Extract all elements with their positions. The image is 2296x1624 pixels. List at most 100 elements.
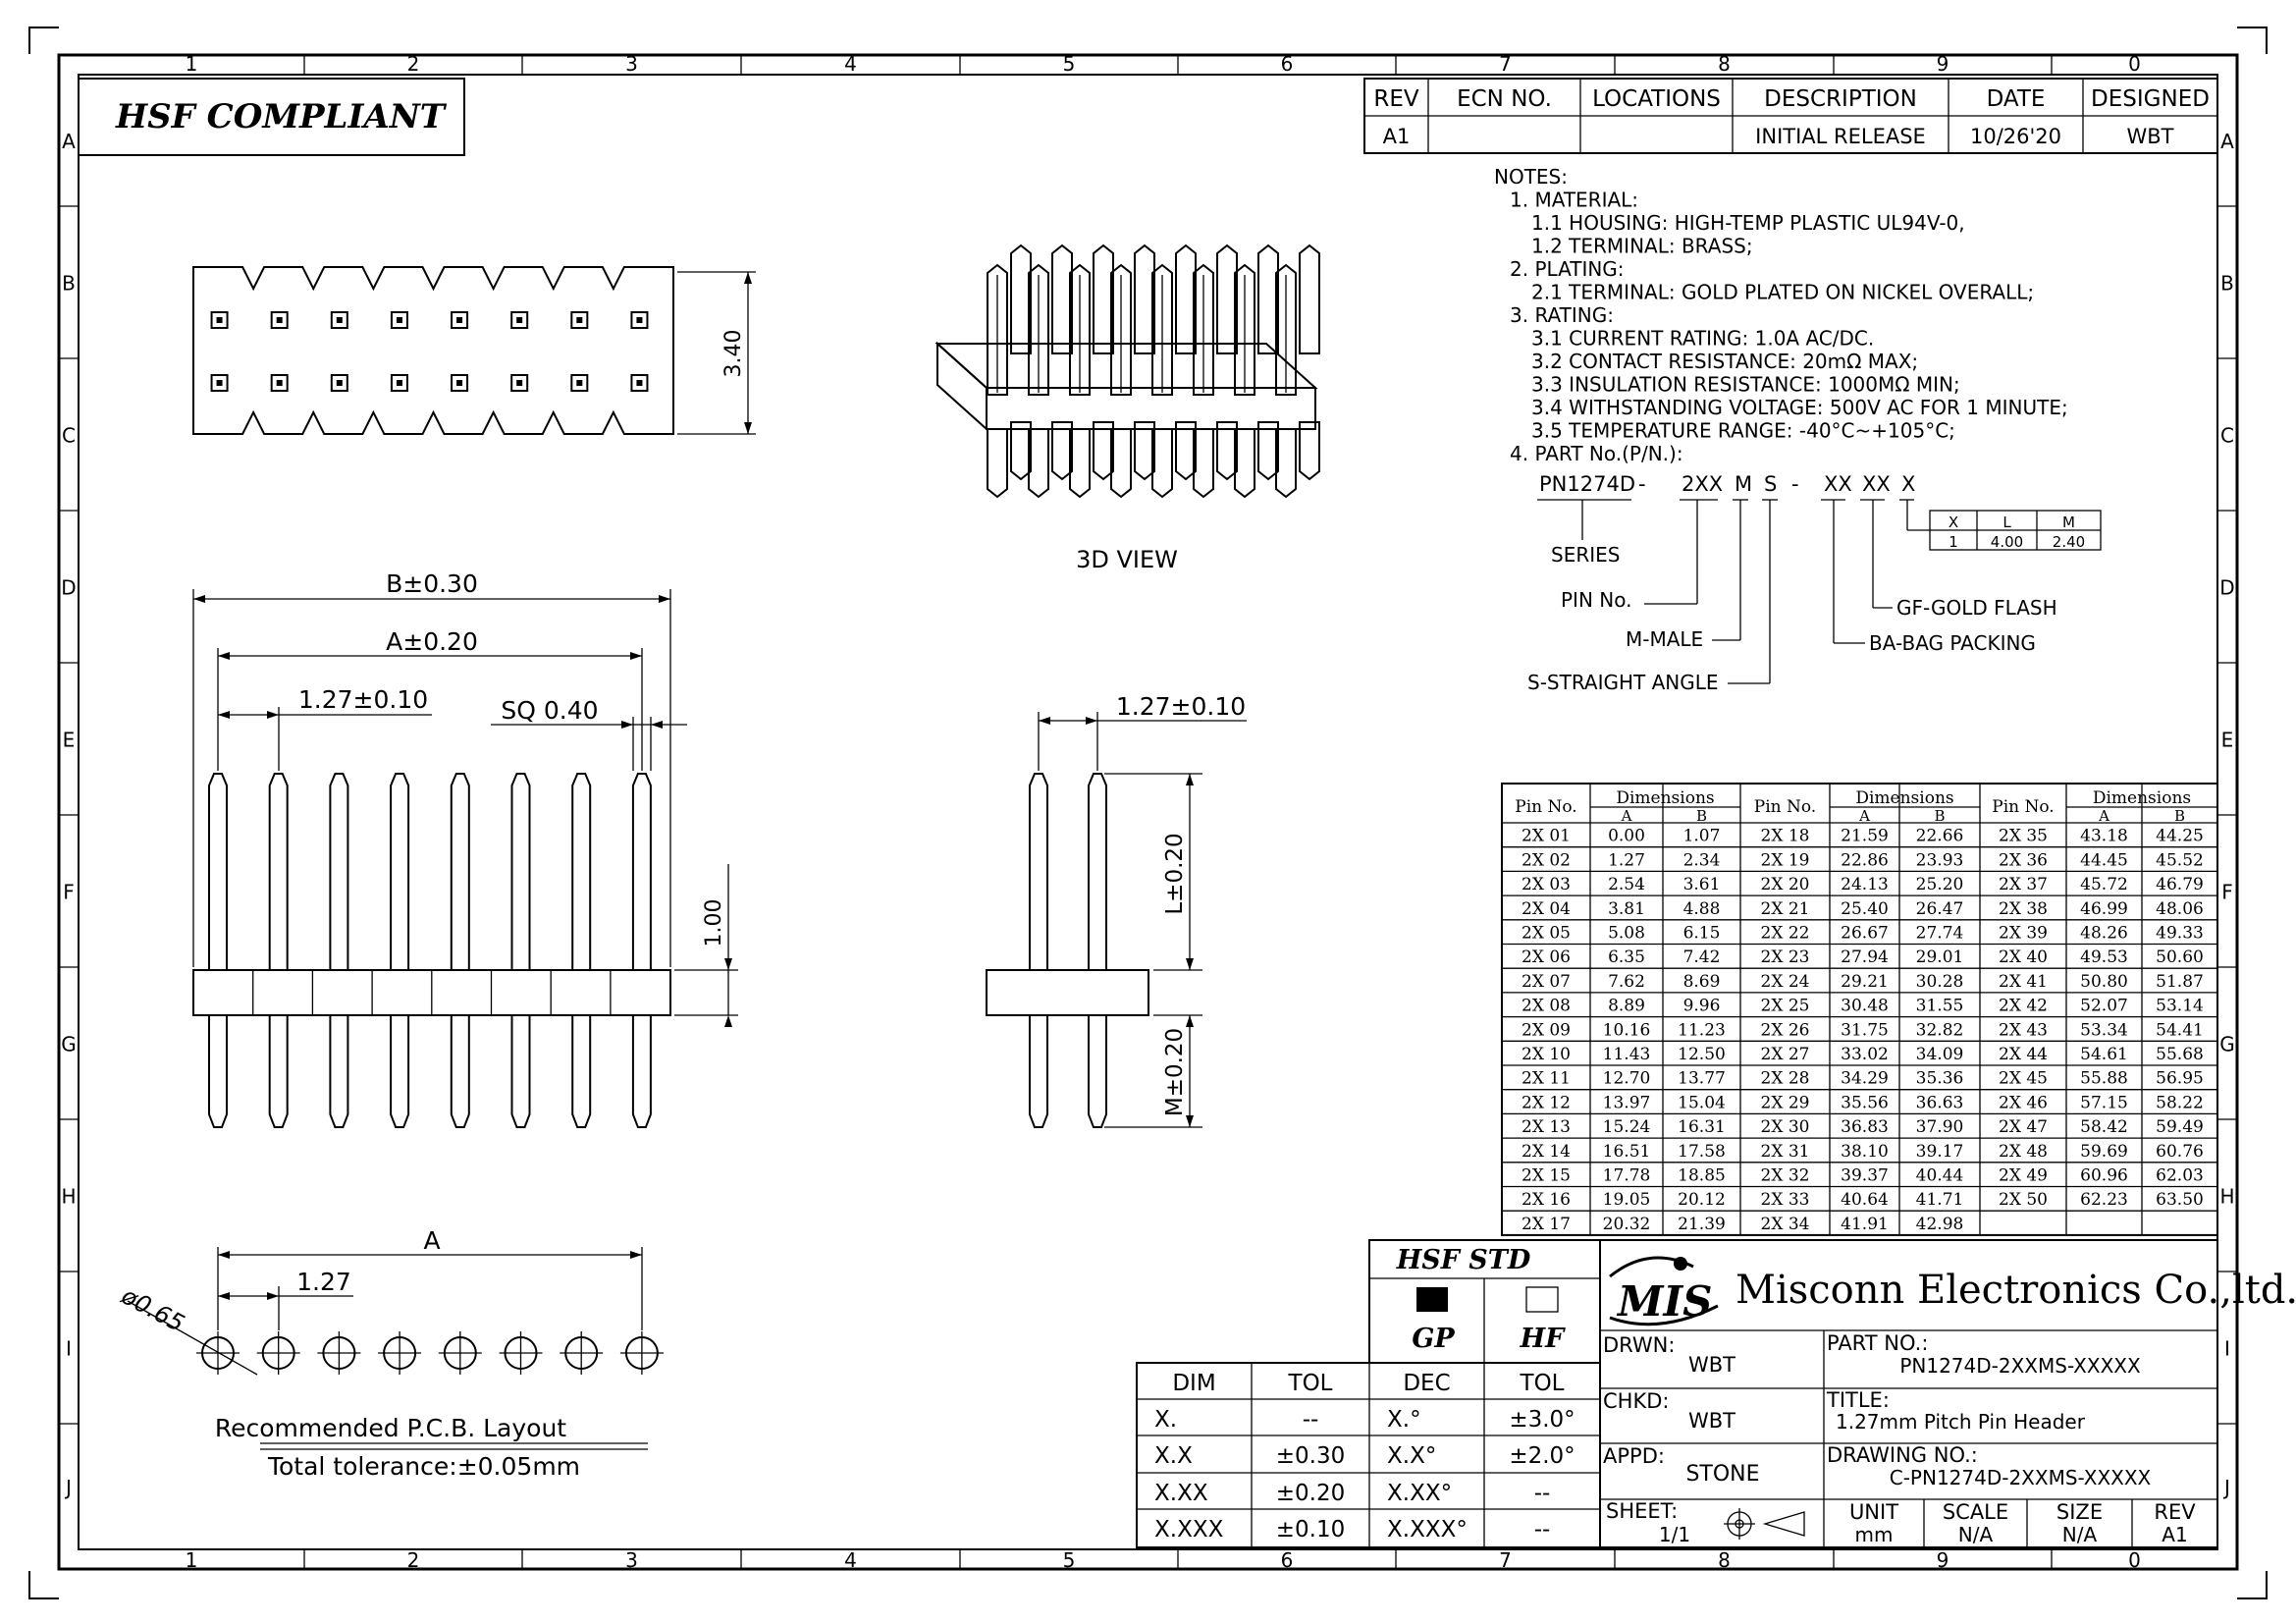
dim-cell: 49.33 bbox=[2156, 924, 2204, 944]
dim-arrow bbox=[724, 1015, 732, 1027]
pin-square bbox=[570, 374, 589, 392]
zone-label-right: F bbox=[2221, 881, 2233, 904]
tb-cell-value: A1 bbox=[2162, 1523, 2187, 1546]
pin-upper bbox=[450, 773, 470, 971]
hf-label: HF bbox=[1520, 1324, 1567, 1354]
dim-cell: 2X 09 bbox=[1522, 1020, 1571, 1040]
dim-cell: 2X 46 bbox=[1999, 1093, 2048, 1112]
zone-label-right: B bbox=[2220, 272, 2234, 296]
pin-back-upper bbox=[1010, 244, 1032, 354]
pin-front-lower bbox=[1151, 428, 1173, 499]
dim-cell: 62.23 bbox=[2080, 1190, 2128, 1210]
tb-cell-value: N/A bbox=[2062, 1523, 2098, 1546]
dim-arrow bbox=[630, 652, 642, 660]
dim-cell: 44.45 bbox=[2080, 850, 2128, 870]
dim-cell: 2X 01 bbox=[1522, 827, 1571, 846]
dim-cell: 43.18 bbox=[2080, 827, 2128, 846]
dim-cell: 2X 37 bbox=[1999, 875, 2048, 894]
dim-arrow bbox=[1186, 1115, 1194, 1127]
dim-cell: 63.50 bbox=[2156, 1190, 2204, 1210]
pcb-pitch-label: 1.27 bbox=[296, 1268, 351, 1296]
sq-dim-label: SQ 0.40 bbox=[501, 696, 598, 725]
tol-header: DEC bbox=[1403, 1371, 1450, 1396]
dim-cell: 2X 18 bbox=[1761, 827, 1810, 846]
hsf-compliant-label: HSF COMPLIANT bbox=[115, 97, 448, 136]
dim-cell: 53.34 bbox=[2080, 1020, 2128, 1040]
pin-label: PIN No. bbox=[1561, 588, 1631, 612]
pin-front-lower bbox=[1069, 428, 1091, 499]
3d-view-label: 3D VIEW bbox=[1076, 546, 1178, 573]
pin-upper bbox=[571, 773, 592, 971]
mini-table-header: M bbox=[2062, 514, 2075, 531]
dim-cell: 50.60 bbox=[2156, 947, 2204, 967]
dim-cell: 8.69 bbox=[1683, 972, 1721, 992]
pin-square-core bbox=[216, 380, 223, 386]
pin-front-lower bbox=[1028, 428, 1049, 499]
dim-arrow bbox=[1186, 1015, 1194, 1027]
col-a-header: A bbox=[1858, 807, 1870, 825]
dim-cell: 2X 10 bbox=[1522, 1045, 1571, 1064]
tol-cell: X. bbox=[1154, 1407, 1177, 1433]
dim-cell: 2X 45 bbox=[1999, 1069, 2048, 1089]
zone-label-left: C bbox=[62, 424, 76, 448]
a-dim-label: A±0.20 bbox=[386, 627, 478, 656]
dim-cell: 46.99 bbox=[2080, 899, 2128, 919]
pin-front-upper bbox=[1234, 263, 1255, 396]
dim-arrow bbox=[1186, 774, 1194, 785]
part-code-segment: M bbox=[1735, 472, 1752, 496]
dim-cell: 2X 33 bbox=[1761, 1190, 1810, 1210]
drwn-value: WBT bbox=[1688, 1353, 1735, 1377]
dim-cell: 46.79 bbox=[2156, 875, 2204, 894]
dim-cell: 36.63 bbox=[1916, 1093, 1964, 1112]
tol-cell: -- bbox=[1534, 1517, 1551, 1543]
dim-arrow bbox=[659, 595, 670, 603]
dim-cell: 2X 48 bbox=[1999, 1142, 2048, 1162]
dim-cell: 2X 32 bbox=[1761, 1166, 1810, 1186]
pin-square bbox=[630, 311, 649, 329]
note-line: 2. PLATING: bbox=[1510, 257, 1625, 281]
dim-cell: 2X 20 bbox=[1761, 875, 1810, 894]
tb-cell-value: N/A bbox=[1958, 1523, 1994, 1546]
dim-cell: 24.13 bbox=[1841, 875, 1889, 894]
tol-cell: -- bbox=[1303, 1407, 1319, 1433]
dim-group-header: Dimensions bbox=[1855, 788, 1953, 808]
pin-square bbox=[210, 311, 229, 329]
drawing-label: DRAWING NO.: bbox=[1827, 1443, 1978, 1467]
mini-table-header: X bbox=[1949, 514, 1958, 531]
dim-arrow bbox=[744, 422, 752, 434]
dim-cell: 60.76 bbox=[2156, 1142, 2204, 1162]
dim-cell: 13.97 bbox=[1603, 1093, 1651, 1112]
dim-cell: 30.28 bbox=[1916, 972, 1964, 992]
col-b-header: B bbox=[2174, 807, 2185, 825]
pin-back-upper bbox=[1216, 244, 1238, 354]
bag-label: BA-BAG PACKING bbox=[1869, 631, 2036, 655]
note-line: 3.5 TEMPERATURE RANGE: -40°C~+105°C; bbox=[1531, 419, 1955, 443]
dim-cell: 6.35 bbox=[1608, 947, 1645, 967]
dim-cell: 26.47 bbox=[1916, 899, 1964, 919]
dim-cell: 2.54 bbox=[1608, 875, 1645, 894]
pin-back-lower bbox=[1216, 421, 1238, 481]
tol-cell: X.X bbox=[1154, 1443, 1193, 1469]
pin-square-core bbox=[216, 317, 223, 323]
dim-cell: 26.67 bbox=[1841, 924, 1889, 944]
b-dim-label: B±0.30 bbox=[386, 569, 478, 598]
zone-label-bottom: 3 bbox=[625, 1548, 638, 1572]
dim-arrow bbox=[218, 652, 230, 660]
dim-cell: 33.02 bbox=[1841, 1045, 1889, 1064]
dim-cell: 2X 07 bbox=[1522, 972, 1571, 992]
dim-cell: 2X 11 bbox=[1522, 1069, 1571, 1089]
tol-cell: X.XXX° bbox=[1387, 1517, 1468, 1543]
dim-cell: 8.89 bbox=[1608, 997, 1645, 1016]
pin-back-upper bbox=[1093, 244, 1114, 354]
rev-header: DATE bbox=[1987, 86, 2046, 112]
mini-table-cell: 4.00 bbox=[1991, 533, 2023, 551]
dim-cell: 2X 24 bbox=[1761, 972, 1810, 992]
chkd-label: CHKD: bbox=[1603, 1389, 1669, 1413]
dim-cell: 19.05 bbox=[1603, 1190, 1651, 1210]
zone-label-left: F bbox=[63, 881, 75, 904]
dim-cell: 21.59 bbox=[1841, 827, 1889, 846]
dim-cell: 17.58 bbox=[1678, 1142, 1726, 1162]
dim-cell: 12.70 bbox=[1603, 1069, 1651, 1089]
zone-label-right: H bbox=[2219, 1185, 2234, 1209]
